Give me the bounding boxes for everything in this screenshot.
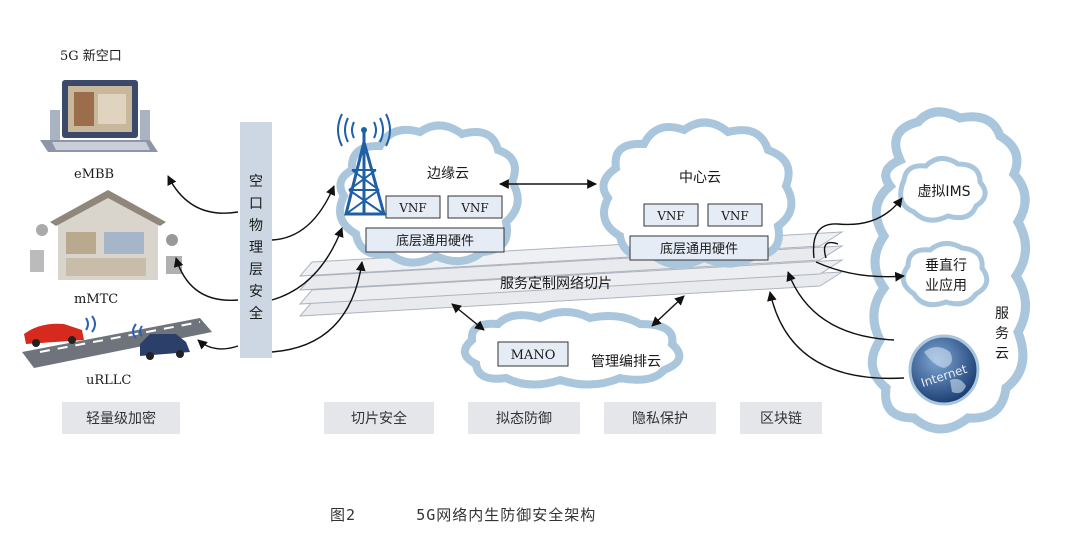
center-vnf-label-1: VNF: [656, 209, 685, 223]
ims-cloud-shape: [898, 156, 988, 223]
service-cloud-char: 务: [995, 326, 1009, 342]
mano-box-label: MANO: [511, 348, 556, 363]
blockchain-label: 区块链: [740, 402, 822, 434]
air-security-char: 安: [249, 284, 263, 300]
center-vnf-box-1: [643, 203, 699, 227]
center-hardware-label: 底层通用硬件: [660, 241, 738, 257]
figure-caption: 图2 5G网络内生防御安全架构: [330, 504, 596, 525]
service-cloud-title: 服 务 云: [995, 306, 1009, 362]
cell-tower-icon: [337, 113, 391, 216]
air-security-char: 全: [249, 305, 263, 322]
air-security-char: 物: [249, 218, 263, 234]
mmtc-label: mMTC: [74, 292, 118, 307]
vertical-label-1: 垂直行: [925, 257, 967, 274]
mimic-defense-label: 拟态防御: [468, 402, 580, 434]
vertical-label-2: 业应用: [925, 277, 967, 294]
embb-label: eMBB: [74, 167, 114, 182]
lightweight-encryption-label: 轻量级加密: [62, 402, 180, 434]
mano-label: 管理编排云: [591, 354, 661, 370]
edge-hardware-label: 底层通用硬件: [396, 233, 474, 249]
connection-arrows: [167, 175, 905, 380]
mano-cloud-shape: [461, 308, 684, 389]
connected-cars-icon: [22, 315, 212, 368]
computer-icon: [40, 80, 158, 152]
ims-label: 虚拟IMS: [917, 184, 970, 200]
service-cloud-char: 服: [995, 306, 1009, 322]
center-hardware-box: [629, 235, 769, 261]
center-cloud-shape: [599, 118, 796, 269]
edge-vnf-label-1: VNF: [398, 201, 427, 215]
air-interface-title: 5G 新空口: [60, 48, 122, 64]
slice-security-label: 切片安全: [324, 402, 434, 434]
air-security-text: 空 口 物 理 层 安 全: [249, 174, 263, 322]
mano-box: [497, 341, 569, 367]
air-security-char: 空: [249, 174, 263, 190]
internet-globe-icon: [908, 334, 980, 406]
edge-hardware-box: [365, 227, 505, 253]
center-cloud-title: 中心云: [679, 170, 721, 186]
center-vnf-box-2: [707, 203, 763, 227]
air-security-panel: [240, 122, 272, 358]
caption-gap: [356, 506, 416, 524]
center-vnf-label-2: VNF: [720, 209, 749, 223]
figure-title: 5G网络内生防御安全架构: [416, 506, 597, 524]
slice-label: 服务定制网络切片: [500, 276, 612, 292]
air-security-char: 层: [249, 262, 263, 278]
air-security-char: 理: [249, 240, 263, 256]
figure-number: 图2: [330, 506, 357, 524]
edge-vnf-label-2: VNF: [460, 201, 489, 215]
smart-home-icon: [30, 190, 182, 280]
vertical-cloud-shape: [900, 241, 990, 308]
urllc-label: uRLLC: [86, 373, 131, 388]
privacy-protection-label: 隐私保护: [604, 402, 716, 434]
air-security-char: 口: [249, 196, 263, 212]
edge-vnf-box-2: [447, 195, 503, 219]
service-cloud-char: 云: [995, 346, 1009, 362]
edge-vnf-box-1: [385, 195, 441, 219]
edge-cloud-title: 边缘云: [427, 166, 469, 182]
